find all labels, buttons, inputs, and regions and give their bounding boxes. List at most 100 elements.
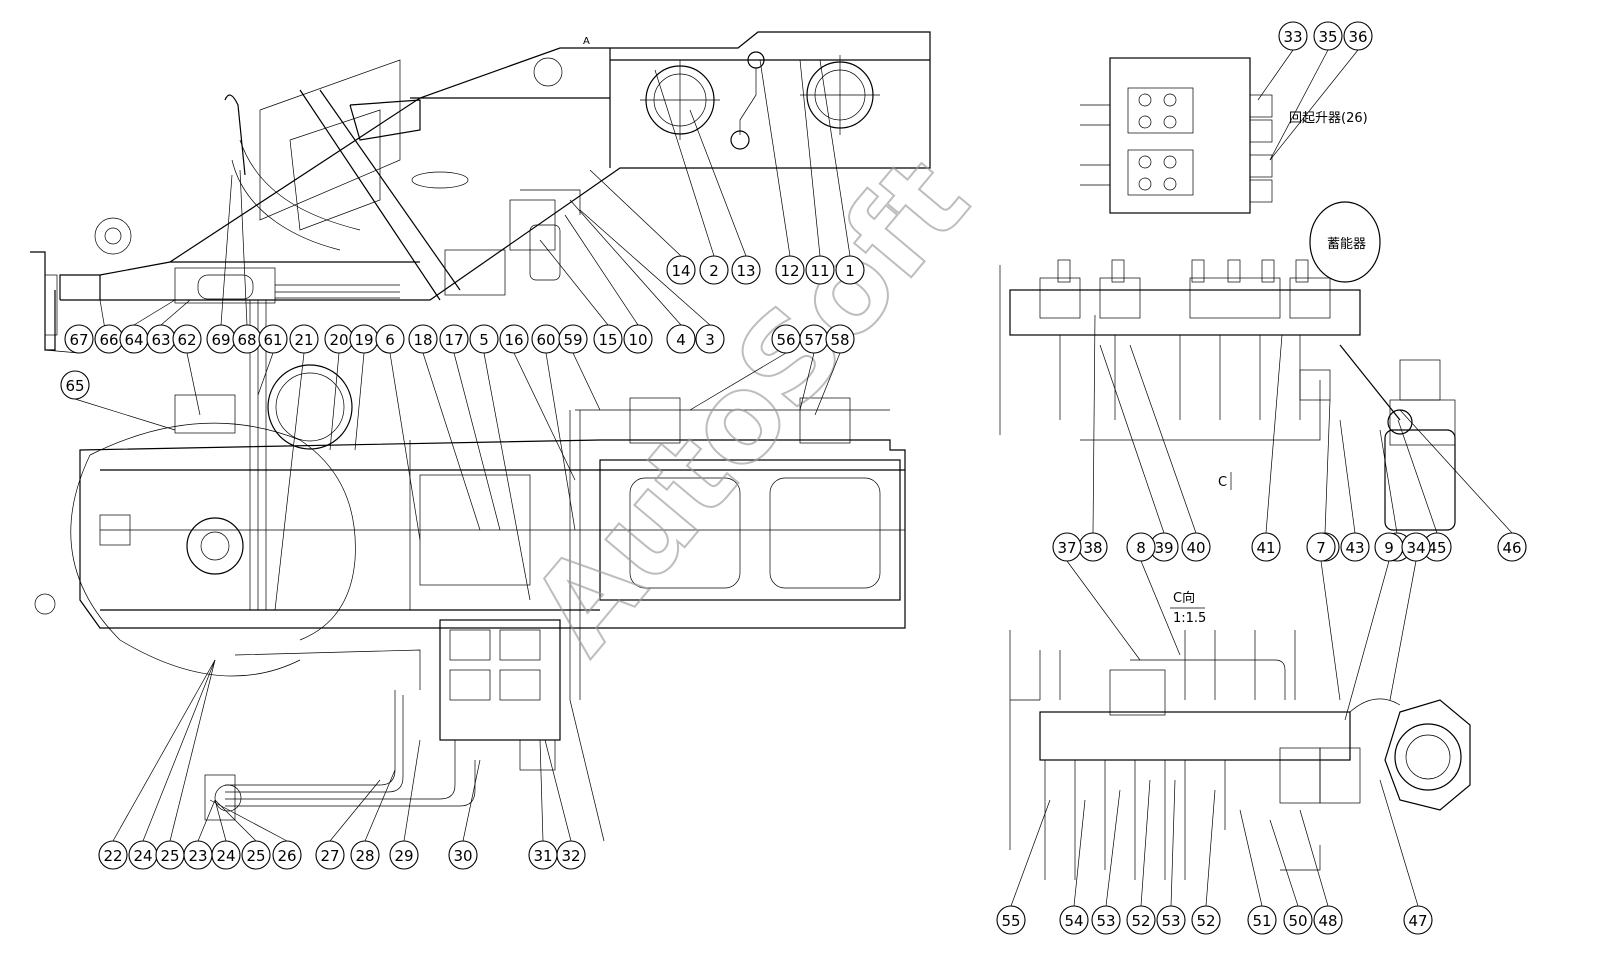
leader-line <box>1399 409 1513 534</box>
callout-balloon-69: 69 <box>206 324 236 354</box>
balloon-number: 47 <box>1408 912 1427 930</box>
leader-line <box>1066 560 1141 661</box>
balloon-circle <box>375 324 405 354</box>
callout-balloon-32: 32 <box>556 840 586 870</box>
leader-line <box>364 769 396 842</box>
balloon-number: 9 <box>1384 539 1394 557</box>
balloon-circle <box>241 840 271 870</box>
callout-balloon-23: 23 <box>183 840 213 870</box>
leader-line <box>1170 779 1176 907</box>
leader-line <box>169 659 216 842</box>
leader-line <box>1299 809 1329 907</box>
leader-line <box>453 352 501 531</box>
callout-balloon-66: 66 <box>94 324 124 354</box>
callout-balloon-38: 38 <box>1078 532 1108 562</box>
balloon-circle <box>695 324 725 354</box>
section-a-label: A <box>583 36 590 47</box>
balloon-number: 45 <box>1427 539 1446 557</box>
callout-balloon-47: 47 <box>1403 905 1433 935</box>
balloon-number: 53 <box>1096 912 1115 930</box>
balloon-circle <box>272 840 302 870</box>
callout-balloon-3: 3 <box>695 324 725 354</box>
leader-line <box>1389 560 1417 701</box>
balloon-number: 60 <box>536 331 555 349</box>
balloon-circle <box>623 324 653 354</box>
leader-line <box>1320 560 1341 701</box>
balloon-number: 12 <box>780 262 799 280</box>
callout-balloon-2: 2 <box>699 255 729 285</box>
balloon-circle <box>1059 905 1089 935</box>
balloon-number: 27 <box>320 847 339 865</box>
balloon-circle <box>825 324 855 354</box>
callout-balloon-1: 1 <box>835 255 865 285</box>
balloon-number: 69 <box>211 331 230 349</box>
balloon-number: 1 <box>845 262 855 280</box>
leader-line <box>1099 344 1165 534</box>
callout-balloon-10: 10 <box>623 324 653 354</box>
callout-balloon-6: 6 <box>375 324 405 354</box>
callout-balloon-52: 52 <box>1126 905 1156 935</box>
balloon-circle <box>593 324 623 354</box>
balloon-number: 41 <box>1256 539 1275 557</box>
leader-line <box>214 799 257 842</box>
accumulator-label: 蓄能器 <box>1327 237 1366 252</box>
leader-line <box>1073 799 1086 907</box>
balloon-number: 40 <box>1186 539 1205 557</box>
balloon-circle <box>666 324 696 354</box>
balloon-number: 15 <box>598 331 617 349</box>
leader-line <box>569 699 605 842</box>
callout-balloon-51: 51 <box>1247 905 1277 935</box>
callout-balloon-9: 9 <box>1374 532 1404 562</box>
callout-balloon-54: 54 <box>1059 905 1089 935</box>
lift-note-label: 回起升器(26) <box>1289 111 1368 126</box>
leader-line <box>257 352 274 396</box>
leader-line <box>1269 49 1359 161</box>
leader-line <box>579 209 711 326</box>
callout-balloon-4: 4 <box>666 324 696 354</box>
balloon-circle <box>835 255 865 285</box>
balloon-number: 34 <box>1406 539 1425 557</box>
balloon-circle <box>211 840 241 870</box>
leader-line <box>759 59 791 257</box>
callout-balloon-56: 56 <box>771 324 801 354</box>
leader-line <box>214 799 227 842</box>
leader-line <box>589 169 682 257</box>
leader-line <box>1339 419 1356 534</box>
leader-line <box>564 214 639 326</box>
balloon-number: 20 <box>329 331 348 349</box>
callout-balloon-8: 8 <box>1126 532 1156 562</box>
balloon-circle <box>1340 532 1370 562</box>
leader-line <box>814 352 841 416</box>
leader-line <box>1379 779 1419 907</box>
leader-line <box>544 739 572 842</box>
leader-line <box>689 109 747 257</box>
balloon-number: 22 <box>103 847 122 865</box>
leader-line <box>799 59 821 257</box>
balloon-number: 35 <box>1318 28 1337 46</box>
balloon-circle <box>666 255 696 285</box>
side-view-drawing <box>30 31 931 351</box>
callout-balloon-64: 64 <box>119 324 149 354</box>
callout-balloon-29: 29 <box>389 840 419 870</box>
leader-line <box>1324 399 1331 534</box>
callout-balloon-50: 50 <box>1283 905 1313 935</box>
leader-line <box>513 352 576 481</box>
balloon-circle <box>775 255 805 285</box>
balloon-number: 26 <box>277 847 296 865</box>
callout-balloon-19: 19 <box>349 324 379 354</box>
balloon-circle <box>1343 21 1373 51</box>
callout-balloon-33: 33 <box>1278 21 1308 51</box>
balloon-number: 10 <box>628 331 647 349</box>
balloon-number: 32 <box>561 847 580 865</box>
callout-balloon-12: 12 <box>775 255 805 285</box>
callout-balloon-62: 62 <box>172 324 202 354</box>
balloon-circle <box>289 324 319 354</box>
callout-balloon-39: 39 <box>1149 532 1179 562</box>
leader-line <box>1269 49 1329 161</box>
callout-balloon-34: 34 <box>1401 532 1431 562</box>
balloon-number: 17 <box>444 331 463 349</box>
callout-balloon-43: 43 <box>1340 532 1370 562</box>
callout-balloon-18: 18 <box>408 324 438 354</box>
balloon-number: 5 <box>479 331 489 349</box>
callout-balloon-7: 7 <box>1306 532 1336 562</box>
